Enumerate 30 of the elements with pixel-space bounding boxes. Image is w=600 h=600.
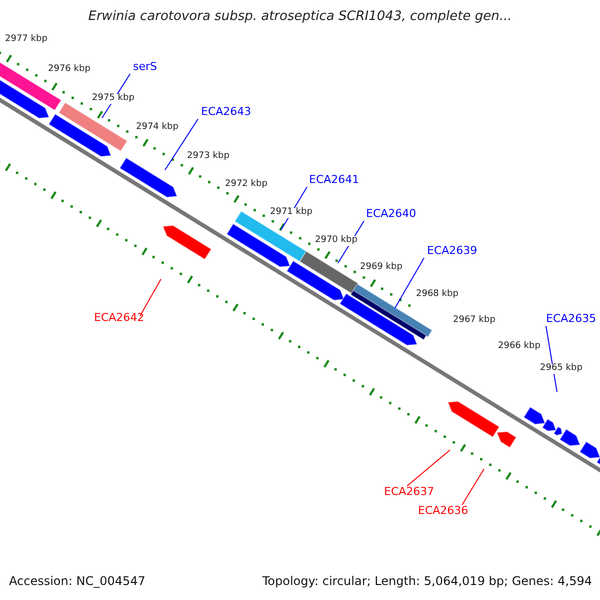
leader-line <box>164 118 198 170</box>
accession-text: Accession: NC_004547 <box>9 575 146 588</box>
scale-label: 2965 kbp <box>540 364 582 374</box>
leader-line <box>406 450 450 486</box>
gene-label: ECA2641 <box>309 174 360 186</box>
scale-label: 2974 kbp <box>136 123 178 133</box>
gene-label: serS <box>133 61 158 74</box>
leader-line <box>394 258 424 308</box>
scale-label: 2976 kbp <box>48 65 90 75</box>
gene-label: ECA2637 <box>384 486 434 498</box>
scale-label: 2972 kbp <box>225 180 268 190</box>
scale-label: 2970 kbp <box>315 236 358 246</box>
gene-label: ECA2640 <box>366 208 416 220</box>
gene-label: ECA2639 <box>427 245 478 258</box>
scale-label: 2968 kbp <box>416 290 458 300</box>
scale-label: 2969 kbp <box>360 263 402 273</box>
scale-label: 2966 kbp <box>498 342 540 352</box>
leader-line <box>140 278 162 316</box>
gene-label: ECA2643 <box>201 106 252 118</box>
scale-label: 2977 kbp <box>5 35 48 45</box>
scale-label: 2971 kbp <box>270 208 312 218</box>
title: Erwinia carotovora subsp. atroseptica SCRI1043, complete gen... <box>87 10 513 24</box>
genome-summary-text: Topology: circular; Length: 5,064,019 bp; Genes: 4,594 <box>262 575 592 588</box>
gene-label: ECA2635 <box>546 313 596 326</box>
gene-label: ECA2636 <box>418 505 468 518</box>
scale-label: 2973 kbp <box>187 152 230 162</box>
scale-label: 2975 kbp <box>92 94 134 104</box>
gene-label: ECA2642 <box>94 312 144 324</box>
scale-label: 2967 kbp <box>453 316 496 326</box>
leader-line <box>462 468 484 506</box>
